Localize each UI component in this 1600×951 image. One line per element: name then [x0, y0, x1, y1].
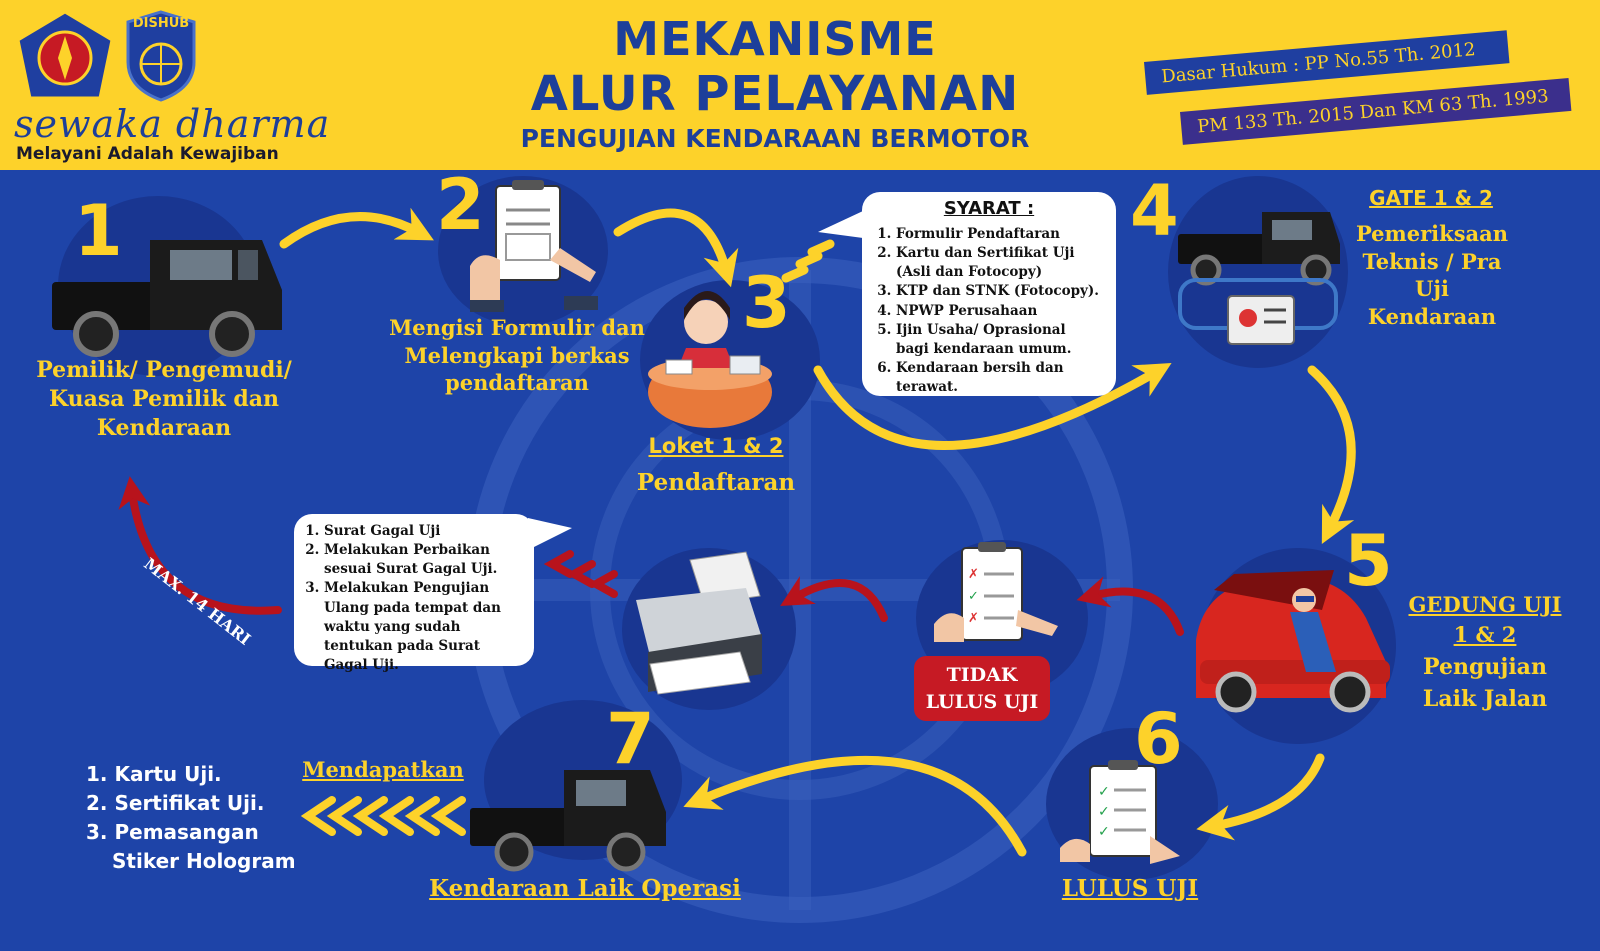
obtain-item: Stiker Hologram: [112, 849, 296, 873]
step-3-title: Loket 1 & 2: [648, 434, 784, 458]
svg-text:✗: ✗: [968, 567, 979, 582]
arrow-retest-to-1: [118, 476, 282, 615]
inspection-truck-icon: [1178, 212, 1340, 345]
svg-text:✓: ✓: [1098, 784, 1110, 800]
requirement-item: Kartu dan Sertifikat Uji (Asli dan Fotoc…: [896, 244, 1102, 282]
arrow-4-to-5: [1307, 365, 1356, 545]
step-2-number: 2: [436, 164, 485, 246]
step-6-title: LULUS UJI: [1061, 875, 1199, 902]
step-5-title: GEDUNG UJI 1 & 2: [1408, 592, 1562, 648]
pickup-truck-icon: [52, 240, 282, 357]
registration-clerk-icon: [648, 291, 772, 428]
obtain-item: 1. Kartu Uji.: [86, 762, 222, 786]
car-repair-icon: [1196, 570, 1390, 713]
obtain-list: 1. Kartu Uji. 2. Sertifikat Uji. 3. Pema…: [86, 760, 296, 876]
brand-script: sewaka dharma: [14, 102, 331, 146]
requirements-bubble: SYARAT : Formulir Pendaftaran Kartu dan …: [862, 192, 1116, 396]
fail-note-item: Surat Gagal Uji: [324, 522, 522, 541]
arrow-5-to-6: [1196, 753, 1325, 841]
fail-note-item: Melakukan Pengujian Ulang pada tempat da…: [324, 579, 522, 675]
step-4-label: Pemeriksaan Teknis / Pra Uji Kendaraan: [1355, 221, 1509, 330]
step-2-label: Mengisi Formulir dan Melengkapi berkas p…: [389, 315, 645, 396]
step-6-number: 6: [1134, 698, 1183, 780]
title-line-1: MEKANISME: [613, 12, 937, 66]
step-5-label: Pengujian Laik Jalan: [1422, 654, 1548, 712]
step-5-number: 5: [1344, 520, 1393, 602]
arrow-6-to-7: [683, 755, 1027, 857]
header-band: [0, 0, 1600, 170]
arrow-2-to-3: [613, 208, 739, 288]
city-emblem-icon: [16, 10, 114, 100]
step-3-number: 3: [742, 262, 791, 344]
step-7-number: 7: [606, 698, 655, 780]
obtain-chevrons: [300, 796, 466, 836]
fail-checklist-icon: ✗ ✓ ✗: [934, 542, 1058, 642]
fail-note-item: Melakukan Perbaikan sesuai Surat Gagal U…: [324, 541, 522, 579]
requirement-item: Kendaraan bersih dan terawat.: [896, 359, 1102, 397]
arrow-1-to-2: [279, 207, 434, 249]
step-4-number: 4: [1130, 170, 1179, 252]
requirements-chevrons: [781, 239, 835, 283]
dishub-logo-text: DISHUB: [132, 16, 190, 31]
fail-notes-bubble: Surat Gagal Uji Melakukan Perbaikan sesu…: [294, 514, 534, 673]
svg-text:✓: ✓: [1098, 824, 1110, 840]
subtitle: PENGUJIAN KENDARAAN BERMOTOR: [520, 124, 1030, 153]
pass-checklist-icon: ✓ ✓ ✓: [1060, 760, 1180, 864]
step-1-label: Pemilik/ Pengemudi/ Kuasa Pemilik dan Ke…: [36, 357, 292, 442]
fail-notes-chevrons: [543, 550, 618, 598]
title-line-2: ALUR PELAYANAN: [530, 66, 1020, 122]
requirements-list: Formulir Pendaftaran Kartu dan Sertifika…: [876, 225, 1102, 397]
requirements-title: SYARAT :: [943, 198, 1035, 219]
svg-text:✗: ✗: [968, 611, 979, 626]
requirement-item: Ijin Usaha/ Oprasional bagi kendaraan um…: [896, 321, 1102, 359]
step-3-label: Pendaftaran: [636, 469, 796, 496]
fail-label: TIDAK LULUS UJI: [914, 656, 1050, 722]
printer-icon: [636, 551, 762, 695]
obtain-item: 3. Pemasangan: [86, 820, 259, 844]
fail-notes-bubble-tail: [528, 518, 572, 550]
step-1-number: 1: [74, 190, 123, 272]
arrow-fail-to-printer: [780, 576, 888, 622]
dishub-badge-icon: [126, 10, 196, 102]
slogan: Melayani Adalah Kewajiban: [16, 144, 279, 164]
form-clipboard-icon: [470, 180, 598, 312]
arrow-5-to-fail: [1076, 576, 1184, 636]
fail-notes-list: Surat Gagal Uji Melakukan Perbaikan sesu…: [304, 522, 522, 675]
operational-truck-icon: [470, 770, 666, 872]
requirement-item: Formulir Pendaftaran: [896, 225, 1102, 244]
step-4-title: GATE 1 & 2: [1369, 186, 1493, 210]
arrow-3-to-4: [813, 362, 1172, 450]
obtain-item: 2. Sertifikat Uji.: [86, 791, 265, 815]
requirement-item: NPWP Perusahaan: [896, 302, 1102, 321]
obtain-title: Mendapatkan: [302, 757, 464, 782]
svg-text:✓: ✓: [1098, 804, 1110, 820]
step-7-title: Kendaraan Laik Operasi: [429, 875, 741, 902]
requirement-item: KTP dan STNK (Fotocopy).: [896, 282, 1102, 301]
svg-text:✓: ✓: [968, 589, 979, 604]
